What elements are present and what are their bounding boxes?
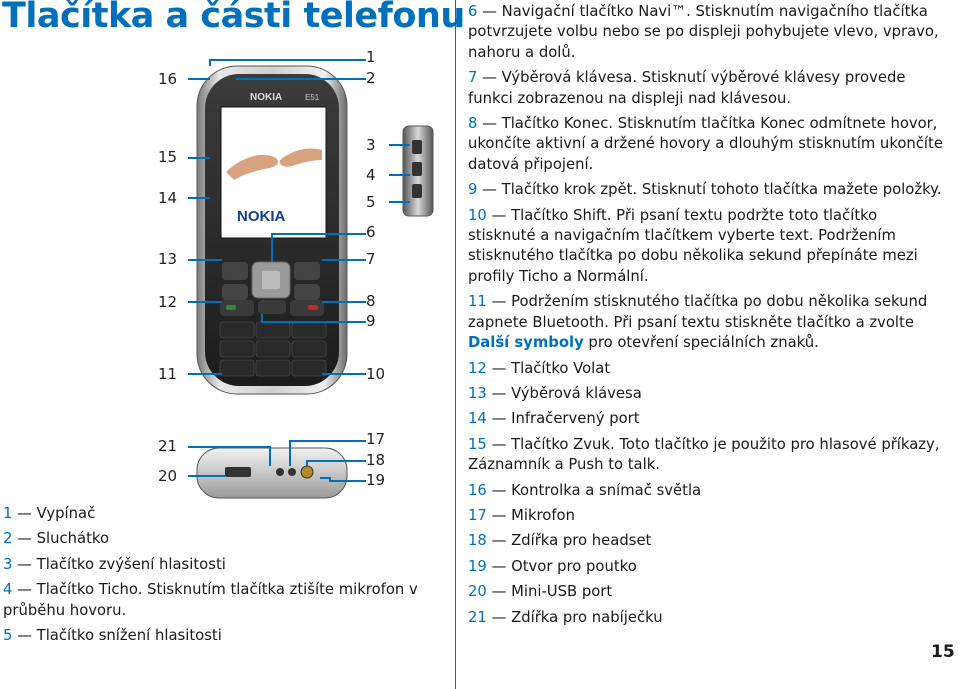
legend-item: 12 — Tlačítko Volat	[468, 359, 611, 377]
right-legend-list: 6 — Navigační tlačítko Navi™. Stisknutím…	[468, 2, 948, 633]
legend-item: 3 — Tlačítko zvýšení hlasitosti	[3, 555, 226, 573]
phone-front: NOKIA E51 NOKIA	[196, 65, 348, 395]
legend-item: 16 — Kontrolka a snímač světla	[468, 481, 702, 499]
callout-5: 5	[366, 193, 376, 211]
brand-top: NOKIA	[250, 92, 282, 103]
phone-screen	[220, 106, 327, 239]
legend-item: 6 — Navigační tlačítko Navi™. Stisknutím…	[468, 3, 939, 61]
callout-3: 3	[366, 136, 376, 154]
legend-item: 8 — Tlačítko Konec. Stisknutím tlačítka …	[468, 115, 943, 173]
page-number: 15	[931, 642, 955, 662]
phone-illustration: NOKIA E51 NOKIA	[188, 59, 434, 499]
legend-item: 9 — Tlačítko krok zpět. Stisknutí tohoto…	[468, 181, 942, 199]
legend-item: 7 — Výběrová klávesa. Stisknutí výběrové…	[468, 69, 906, 107]
callout-12: 12	[158, 293, 178, 311]
legend-item: 19 — Otvor pro poutko	[468, 557, 637, 575]
highlight-term: Další symboly	[468, 334, 584, 352]
legend-item: 15 — Tlačítko Zvuk. Toto tlačítko je pou…	[468, 435, 940, 474]
callout-20: 20	[158, 467, 178, 485]
legend-item: 20 — Mini-USB port	[468, 583, 613, 601]
callout-16: 16	[158, 70, 178, 88]
brand-screen: NOKIA	[237, 208, 286, 225]
legend-item: 18 — Zdířka pro headset	[468, 532, 652, 550]
callout-19: 19	[366, 471, 386, 489]
legend-item: 17 — Mikrofon	[468, 506, 575, 524]
column-divider	[455, 0, 456, 689]
callout-7: 7	[366, 250, 376, 268]
legend-item: 21 — Zdířka pro nabíječku	[468, 608, 663, 626]
phone-side-view	[402, 125, 434, 217]
callout-11: 11	[158, 365, 178, 383]
callout-6: 6	[366, 223, 376, 241]
callout-leader-lines	[188, 59, 410, 482]
left-legend-list: 1 — Vypínač 2 — Sluchátko 3 — Tlačítko z…	[3, 504, 449, 651]
callout-18: 18	[366, 451, 386, 469]
legend-item: 14 — Infračervený port	[468, 410, 640, 428]
legend-item: 2 — Sluchátko	[3, 530, 110, 548]
callout-14: 14	[158, 189, 178, 207]
callout-1: 1	[366, 48, 376, 66]
callout-4: 4	[366, 166, 376, 184]
callout-2: 2	[366, 69, 376, 87]
legend-item: 11 — Podržením stisknutého tlačítka po d…	[468, 293, 928, 352]
legend-item: 10 — Tlačítko Shift. Při psaní textu pod…	[468, 206, 918, 285]
callout-15: 15	[158, 148, 178, 166]
phone-bottom-view	[196, 447, 348, 499]
legend-item: 13 — Výběrová klávesa	[468, 384, 642, 402]
callout-9: 9	[366, 312, 376, 330]
legend-item: 5 — Tlačítko snížení hlasitosti	[3, 627, 222, 645]
callout-17: 17	[366, 430, 386, 448]
callout-10: 10	[366, 365, 386, 383]
callout-8: 8	[366, 292, 376, 310]
page-title: Tlačítka a části telefonu	[2, 0, 465, 36]
legend-item: 4 — Tlačítko Ticho. Stisknutím tlačítka …	[3, 581, 418, 619]
callout-21: 21	[158, 437, 178, 455]
mini-usb-port-shape	[225, 467, 251, 477]
model-label: E51	[305, 93, 320, 102]
legend-item: 1 — Vypínač	[3, 505, 96, 522]
callout-13: 13	[158, 250, 178, 268]
